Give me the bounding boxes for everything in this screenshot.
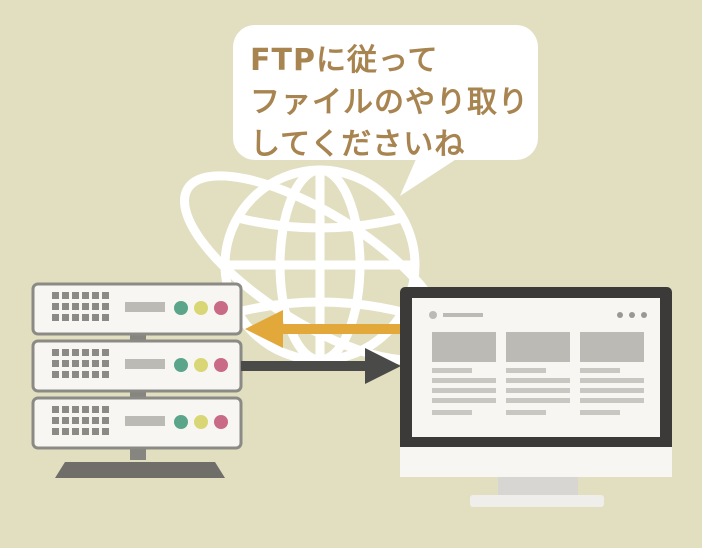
vent-square [82,428,89,435]
vent-square [102,371,109,378]
vent-square [72,303,79,310]
vent-square [62,349,69,356]
vent-square [82,303,89,310]
speech-line-3: してくださいね [250,127,466,162]
vent-square [52,417,59,424]
desktop-monitor-icon [400,287,672,507]
vent-square [52,349,59,356]
vent-square [102,314,109,321]
vent-square [52,292,59,299]
vent-square [82,292,89,299]
vent-square [72,428,79,435]
vent-square [62,371,69,378]
vent-square [82,417,89,424]
vent-square [72,360,79,367]
vent-square [72,406,79,413]
vent-square [62,428,69,435]
speech-line-1: FTPに従って [250,43,439,78]
speech-line-2: ファイルのやり取り [250,85,529,120]
vent-square [102,406,109,413]
vent-square [62,360,69,367]
vent-square [102,428,109,435]
upload-arrow [245,310,401,348]
vent-square [82,371,89,378]
vent-square [62,417,69,424]
vent-square [92,417,99,424]
vent-square [102,292,109,299]
speech-bubble [233,25,538,196]
vent-square [62,406,69,413]
vent-square [62,292,69,299]
vent-square [72,314,79,321]
vent-square [92,349,99,356]
vent-square [102,303,109,310]
vent-square [62,303,69,310]
vent-square [92,406,99,413]
vent-square [72,371,79,378]
globe-icon [179,165,451,365]
vent-square [92,360,99,367]
vent-square [102,417,109,424]
vent-square [52,428,59,435]
download-arrow [241,348,401,384]
monitor-screen-content [429,311,647,415]
vent-square [52,371,59,378]
vent-square [52,360,59,367]
vent-square [92,303,99,310]
vent-square [92,371,99,378]
vent-square [82,360,89,367]
vent-square [102,349,109,356]
vent-square [92,292,99,299]
vent-square [52,303,59,310]
vent-square [82,349,89,356]
speech-bubble-text: FTPに従って ファイルのやり取り してくださいね [250,40,550,166]
vent-square [82,314,89,321]
vent-square [82,406,89,413]
vent-square [92,314,99,321]
vent-square [72,417,79,424]
server-rack-icon [31,282,243,478]
vent-square [62,314,69,321]
vent-square [72,292,79,299]
vent-square [92,428,99,435]
vent-square [102,360,109,367]
vent-square [52,406,59,413]
vent-square [72,349,79,356]
vent-square [52,314,59,321]
